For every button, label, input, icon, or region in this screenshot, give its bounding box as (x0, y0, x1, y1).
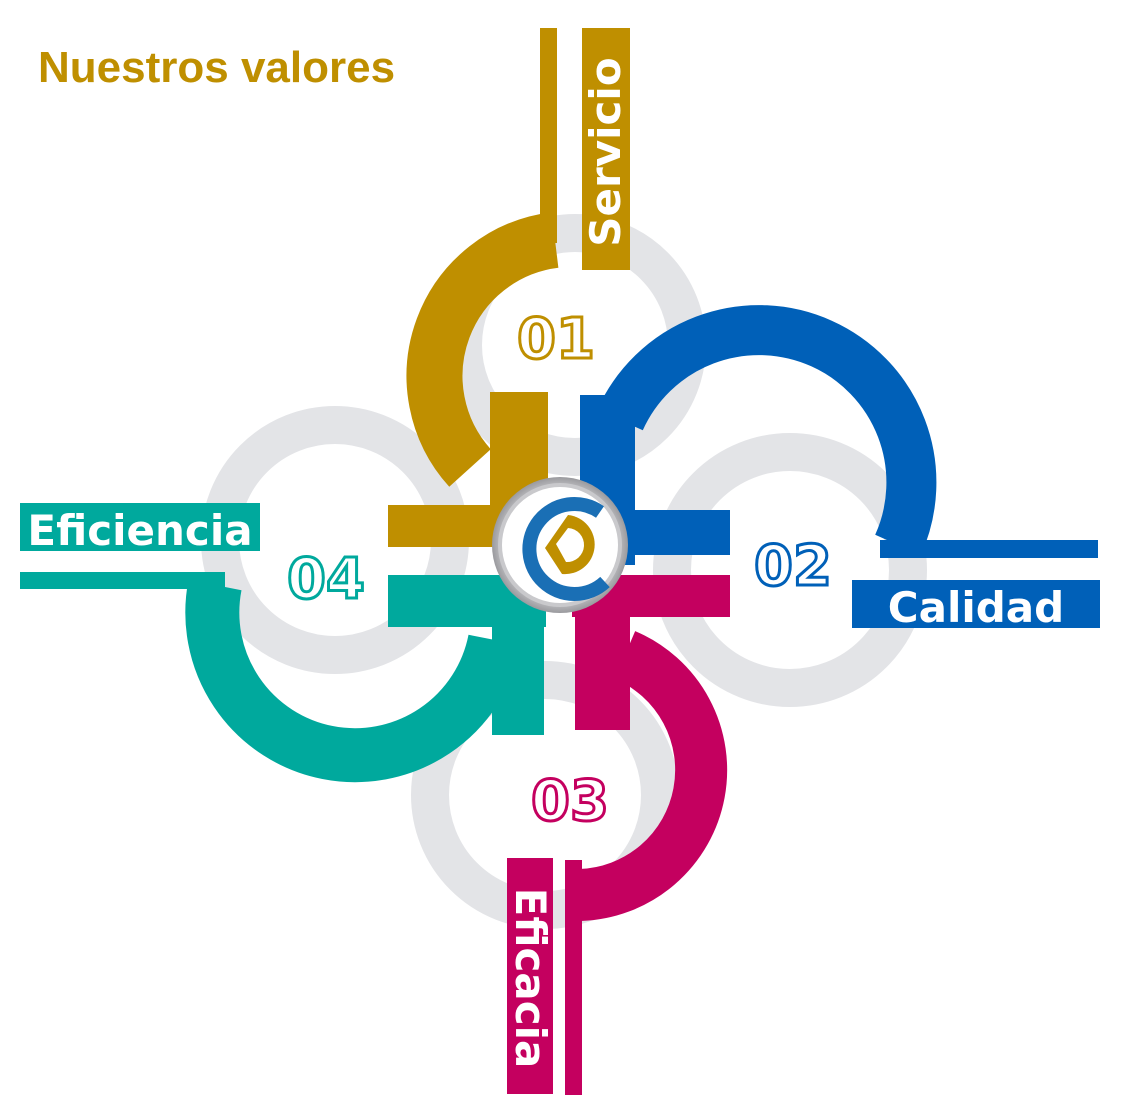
label-bar-03 (507, 858, 553, 1094)
value-label-01: Servicio (581, 57, 630, 246)
value-number-02: 02 (754, 534, 832, 599)
label-bar-02 (852, 580, 1100, 628)
label-bar-04 (20, 503, 260, 551)
company-logo-icon (492, 477, 628, 613)
value-shape-04 (20, 503, 546, 783)
value-number-01: 01 (517, 307, 595, 372)
label-bar-01 (582, 28, 630, 270)
value-label-03: Eficacia (506, 888, 555, 1069)
value-shape-03 (507, 575, 730, 1095)
value-label-02: Calidad (888, 583, 1064, 632)
value-number-04: 04 (287, 547, 365, 612)
value-number-03: 03 (531, 769, 609, 834)
value-label-04: Eficiencia (27, 506, 252, 555)
page-title: Nuestros valores (38, 43, 395, 92)
